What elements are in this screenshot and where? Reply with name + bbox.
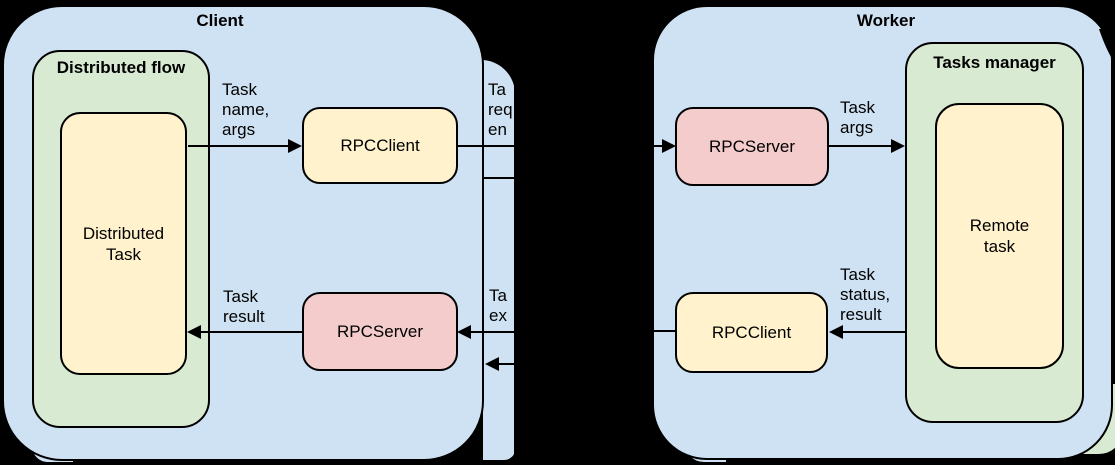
- arrow-task-to-rpcclient-head: [288, 139, 302, 153]
- distributed-task-node: Distributed Task: [60, 112, 187, 375]
- remote-task-node: Remote task: [935, 103, 1064, 369]
- rpcserver-client-label: RPCServer: [337, 322, 423, 341]
- arrow-rpcserver-to-task-head: [187, 325, 201, 339]
- arrow-rpcclient-outgoing-shaft: [458, 145, 516, 147]
- arrow-into-rpcserver-worker-shaft: [652, 145, 664, 147]
- rpcserver-node-client: RPCServer: [302, 292, 458, 371]
- rpcclient-client-label: RPCClient: [340, 136, 420, 155]
- rpcclient-node-worker: RPCClient: [675, 292, 828, 373]
- arrow-into-rpcserver-worker-head: [662, 139, 676, 153]
- worker-title: Worker: [856, 11, 916, 30]
- remote-task-label: Remote task: [969, 216, 1030, 256]
- task-result-label: Task result: [223, 287, 265, 326]
- middle-lower-arrow-shaft: [499, 363, 516, 365]
- rpcserver-node-worker: RPCServer: [675, 107, 829, 186]
- arrow-task-to-rpcclient-shaft: [188, 145, 289, 147]
- middle-upper-line-segment: [483, 177, 516, 179]
- task-args-label: Task args: [840, 98, 875, 137]
- task-status-result-label: Task status, result: [840, 265, 891, 324]
- arrow-incoming-rpcserver-shaft: [471, 331, 516, 333]
- rpcclient-worker-label: RPCClient: [711, 323, 792, 342]
- distributed-flow-title: Distributed flow: [56, 58, 186, 77]
- arrow-rpcclient-worker-outgoing-shaft: [652, 330, 675, 332]
- arrow-rpcserver-to-manager-head: [891, 139, 905, 153]
- arrow-rpcserver-to-manager-shaft: [829, 145, 892, 147]
- tasks-manager-title: Tasks manager: [933, 53, 1056, 72]
- middle-bottom-partial-label: Ta ex: [489, 286, 507, 325]
- middle-top-partial-label: Ta req en: [488, 80, 513, 139]
- arrow-manager-to-rpcclient-head: [829, 325, 843, 339]
- rpcclient-node-client: RPCClient: [302, 107, 458, 184]
- arrow-rpcserver-to-task-shaft: [201, 331, 302, 333]
- task-name-args-label: Task name, args: [222, 80, 270, 139]
- arrow-incoming-rpcserver-head: [457, 325, 471, 339]
- distributed-task-label: Distributed Task: [82, 223, 165, 264]
- client-title: Client: [196, 11, 244, 30]
- rpcserver-worker-label: RPCServer: [709, 137, 795, 156]
- blacked-out-region: [514, 0, 652, 465]
- arrow-manager-to-rpcclient-shaft: [843, 331, 905, 333]
- middle-lower-arrow-head: [485, 357, 499, 371]
